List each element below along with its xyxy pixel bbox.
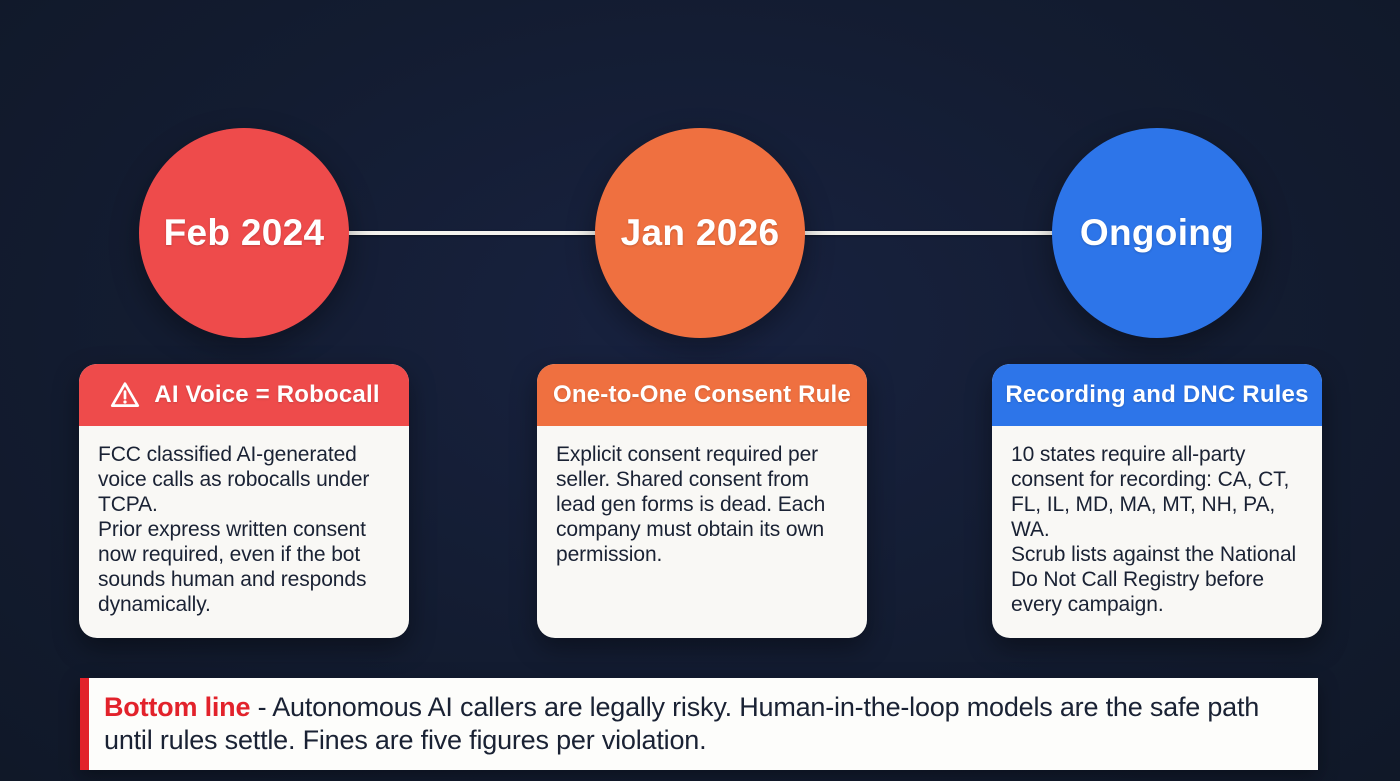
card-paragraph: Explicit consent required per seller. Sh…	[556, 443, 826, 566]
card-header: AI Voice = Robocall	[79, 364, 409, 426]
timeline-node-label: Ongoing	[1079, 212, 1235, 253]
card-ai-voice-robocall: AI Voice = Robocall FCC classified AI-ge…	[79, 364, 409, 638]
card-paragraph: Scrub lists against the National Do Not …	[1011, 543, 1297, 616]
card-one-to-one-consent: One-to-One Consent Rule Explicit consent…	[537, 364, 867, 638]
card-paragraph: 10 states require all-party consent for …	[1011, 443, 1290, 541]
card-body: FCC classified AI-generated voice calls …	[79, 426, 409, 617]
timeline-node-label: Jan 2026	[620, 212, 780, 253]
bottom-line-text: - Autonomous AI callers are legally risk…	[104, 692, 1260, 755]
timeline-node-jan-2026: Jan 2026	[595, 128, 805, 338]
timeline-node-ongoing: Ongoing	[1052, 128, 1262, 338]
timeline-node-label: Feb 2024	[163, 212, 325, 253]
timeline-node-feb-2024: Feb 2024	[139, 128, 349, 338]
card-title: Recording and DNC Rules	[1005, 381, 1309, 408]
card-paragraph: FCC classified AI-generated voice calls …	[98, 443, 370, 516]
card-title: One-to-One Consent Rule	[553, 381, 851, 408]
warning-triangle-icon	[108, 378, 142, 412]
card-title: AI Voice = Robocall	[154, 381, 380, 408]
card-recording-dnc-rules: Recording and DNC Rules 10 states requir…	[992, 364, 1322, 638]
card-paragraph: Prior express written consent now requir…	[98, 518, 367, 616]
card-body: 10 states require all-party consent for …	[992, 426, 1322, 617]
card-body: Explicit consent required per seller. Sh…	[537, 426, 867, 567]
card-header: One-to-One Consent Rule	[537, 364, 867, 426]
bottom-line-callout: Bottom line - Autonomous AI callers are …	[80, 678, 1318, 770]
bottom-line-label: Bottom line	[104, 692, 251, 722]
card-header: Recording and DNC Rules	[992, 364, 1322, 426]
